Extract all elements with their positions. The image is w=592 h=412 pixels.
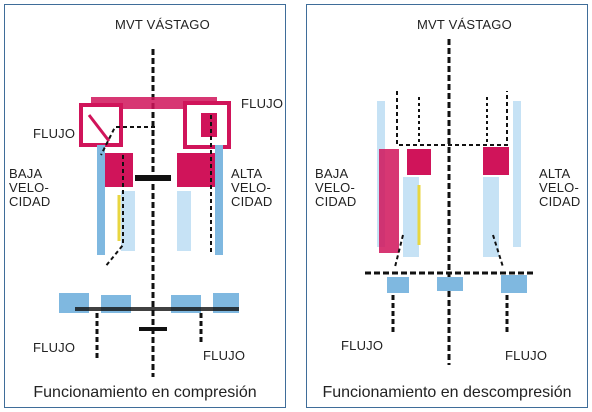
high-speed-line-2: VELO- [231,180,272,195]
compression-damper-diagram [59,49,239,377]
bottom-rod-plate [139,327,167,331]
right-column [483,177,499,257]
right-wall [513,101,521,247]
left-wall [97,145,105,255]
flow-label-upper-right: FLUJO [241,96,284,111]
compression-panel: MVT VÁSTAGO FLUJO FLUJO BAJA VELO- CIDAD… [4,4,286,408]
high-speed-label: ALTA VELO- CIDAD [539,167,580,209]
flow-path-left [104,155,124,268]
high-speed-label: ALTA VELO- CIDAD [231,167,272,209]
upper-flow-paths [418,97,488,145]
bottom-left-valve [387,277,409,293]
low-speed-line-3: CIDAD [9,194,51,209]
high-speed-line-1: ALTA [231,166,263,181]
high-speed-line-1: ALTA [539,166,571,181]
flow-label-lower-right: FLUJO [505,348,548,363]
right-wall [215,145,223,255]
flow-label-lower-left: FLUJO [33,340,76,355]
side-flow-paths [394,234,504,268]
decompression-panel: MVT VÁSTAGO BAJA VELO- CIDAD ALTA VELO- … [306,4,588,408]
decompression-damper-diagram [365,39,533,365]
decompression-caption: Funcionamiento en descompresión [322,384,572,401]
low-speed-line-1: BAJA [9,166,43,181]
bottom-right-valve [501,275,527,293]
left-column [403,177,419,257]
upper-left-valve [87,114,111,142]
low-speed-label: BAJA VELO- CIDAD [315,167,356,209]
flow-label-upper-left: FLUJO [33,126,76,141]
high-speed-line-3: CIDAD [231,194,273,209]
right-column [177,191,191,251]
high-speed-line-3: CIDAD [539,194,581,209]
upper-frame [396,91,508,146]
low-speed-valve [103,153,133,187]
upper-right-valve [201,113,217,137]
low-speed-line-3: CIDAD [315,194,357,209]
compression-caption: Funcionamiento en compresión [33,384,257,401]
low-speed-label: BAJA VELO- CIDAD [9,167,50,209]
low-speed-line-2: VELO- [315,180,356,195]
bottom-mid-valve [437,277,463,291]
bottom-plate [75,307,239,311]
low-speed-valve [407,149,431,175]
low-speed-line-1: BAJA [315,166,349,181]
piston-plate [135,175,171,181]
upper-left-chamber [79,103,123,147]
flow-label-lower-left: FLUJO [341,338,384,353]
rod-movement-label: MVT VÁSTAGO [417,17,512,32]
high-speed-valve [483,147,509,175]
flow-label-lower-right: FLUJO [203,348,246,363]
high-speed-line-2: VELO- [539,180,580,195]
low-speed-line-2: VELO- [9,180,50,195]
left-column [121,191,135,251]
rod-movement-label: MVT VÁSTAGO [115,17,210,32]
left-outer-chamber [379,149,399,253]
